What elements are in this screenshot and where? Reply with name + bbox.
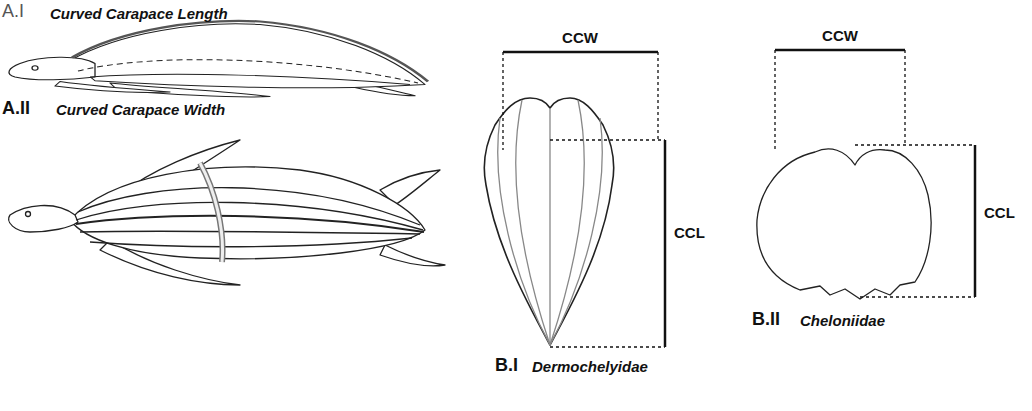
family-name: Cheloniidae <box>800 313 885 330</box>
section-title: Curved Carapace Width <box>56 102 225 119</box>
section-number: A.I <box>2 2 24 22</box>
dimension-label: CCW <box>562 30 598 47</box>
section-number: A.II <box>2 99 30 119</box>
leatherback-top-view <box>9 140 445 285</box>
measurement-brackets <box>503 50 975 347</box>
leatherback-side-view <box>9 21 428 97</box>
cheloniid-carapace <box>757 149 931 299</box>
section-number: B.II <box>752 310 780 330</box>
section-number: B.I <box>495 356 518 376</box>
family-name: Dermochelyidae <box>532 359 648 376</box>
dermochelyid-carapace <box>484 98 613 345</box>
section-title: Curved Carapace Length <box>50 6 228 23</box>
dimension-label: CCW <box>822 28 858 45</box>
dimension-label: CCL <box>984 205 1015 222</box>
dimension-label: CCL <box>674 225 705 242</box>
